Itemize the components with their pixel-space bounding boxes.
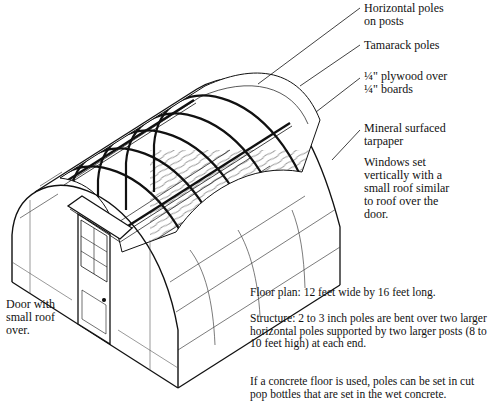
part-label: Mineral surfaced tarpaper — [364, 122, 454, 148]
part-label: Door with small roof over. — [6, 298, 62, 337]
note-text: Floor plan: 12 feet wide by 16 feet long… — [250, 286, 494, 299]
note-text: If a concrete floor is used, poles can b… — [250, 375, 488, 400]
note-text: Structure: 2 to 3 inch poles are bent ov… — [250, 312, 488, 350]
part-label: ¼" plywood over ¼" boards — [364, 70, 454, 96]
part-label: Tamarack poles — [364, 39, 474, 52]
note-label: Windows set vertically with a small roof… — [364, 156, 460, 221]
part-label: Horizontal poles on posts — [364, 2, 454, 28]
